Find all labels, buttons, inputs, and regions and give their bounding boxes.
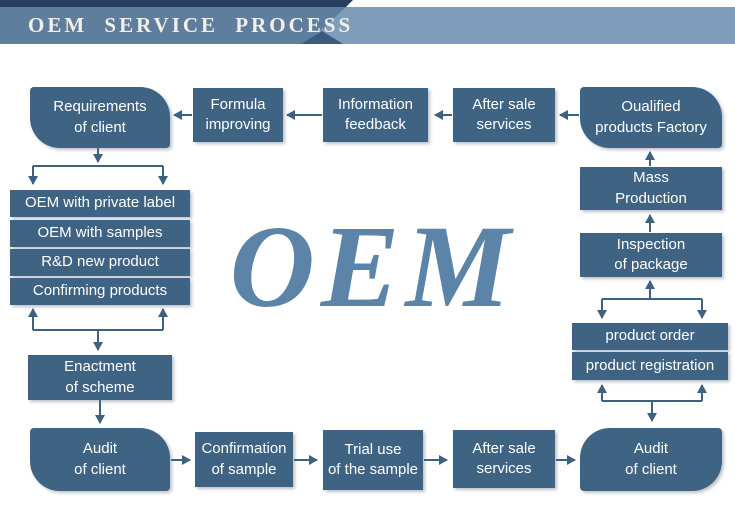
header-top-strip xyxy=(0,0,353,7)
oem-watermark: OEM xyxy=(229,201,517,332)
header-banner: OEM SERVICE PROCESS xyxy=(0,0,735,46)
node-mass-production: Mass Production xyxy=(580,167,722,210)
node-trial-use-of-sample: Trial use of the sample xyxy=(323,430,423,490)
node-enactment-of-scheme: Enactment of scheme xyxy=(28,355,172,400)
node-after-sale-services-top: After sale services xyxy=(453,88,555,142)
page-title: OEM SERVICE PROCESS xyxy=(28,13,354,37)
header-band-left xyxy=(0,7,346,44)
node-rd-new-product: R&D new product xyxy=(10,249,190,276)
header-fold-triangle xyxy=(301,31,343,44)
node-inspection-of-package: Inspection of package xyxy=(580,233,722,277)
node-product-order: product order xyxy=(572,323,728,350)
node-after-sale-services-bottom: After sale services xyxy=(453,430,555,488)
node-formula-improving: Formula improving xyxy=(193,88,283,142)
node-oem-with-private-label: OEM with private label xyxy=(10,190,190,217)
node-oem-with-samples: OEM with samples xyxy=(10,220,190,247)
node-confirming-products: Confirming products xyxy=(10,278,190,305)
node-product-registration: product registration xyxy=(572,352,728,380)
node-requirements-of-client: Requirements of client xyxy=(30,87,170,148)
node-qualified-products-factory: Oualified products Factory xyxy=(580,87,722,148)
node-confirmation-of-sample: Confirmation of sample xyxy=(195,432,293,487)
node-information-feedback: Information feedback xyxy=(323,88,428,142)
node-audit-of-client-right: Audit of client xyxy=(580,428,722,491)
node-audit-of-client-left: Audit of client xyxy=(30,428,170,491)
